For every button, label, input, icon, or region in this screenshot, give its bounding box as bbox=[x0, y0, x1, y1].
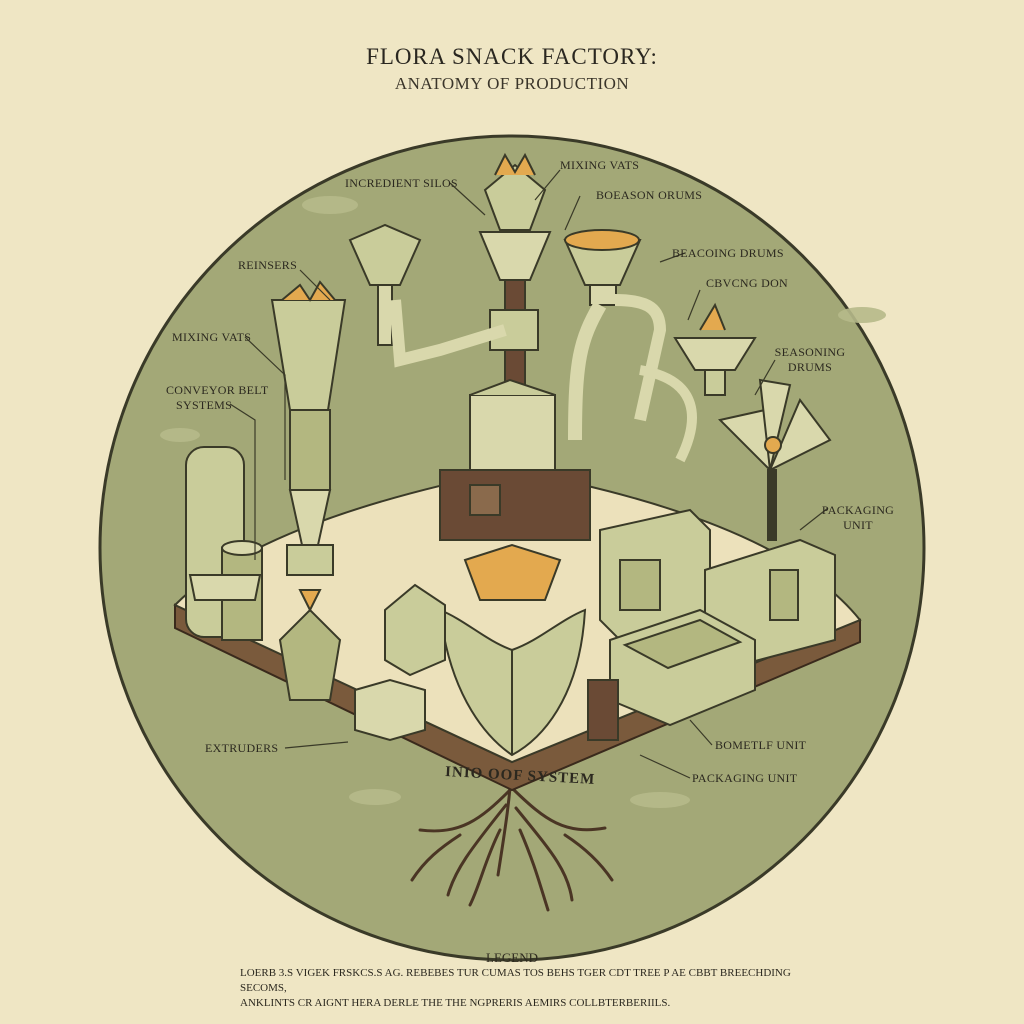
label-packaging-right-line2: UNIT bbox=[843, 518, 873, 532]
label-reinsers: REINSERS bbox=[238, 258, 298, 272]
label-beacoing-drums: BEACOING DRUMS bbox=[672, 246, 784, 260]
central-building bbox=[439, 378, 591, 541]
seasoning-bowl bbox=[563, 229, 642, 441]
label-conveyor-line2: SYSTEMS bbox=[176, 398, 233, 412]
label-extruders: EXTRUDERS bbox=[205, 741, 279, 755]
small-machines bbox=[188, 574, 446, 742]
label-bometlf-unit: BOMETLF UNIT bbox=[715, 738, 807, 752]
label-mixing-vats-top: MIXING VATS bbox=[560, 158, 640, 172]
label-conveyor-line1: CONVEYOR BELT bbox=[166, 383, 269, 397]
pipes bbox=[389, 294, 697, 463]
label-packaging-unit-right: PACKAGING UNIT bbox=[818, 503, 898, 533]
packaging-box bbox=[587, 608, 756, 741]
label-mixing-vats-left: MIXING VATS bbox=[172, 330, 252, 344]
label-seasoning-line1: SEASONING bbox=[774, 345, 846, 359]
legend-line-2: ANKLINTS CR AIGNT HERA DERLE THE THE NGP… bbox=[240, 997, 671, 1009]
diagram-subtitle: ANATOMY OF PRODUCTION bbox=[394, 74, 630, 93]
diagram-title: FLORA SNACK FACTORY: bbox=[366, 44, 658, 69]
hanging-bowl bbox=[673, 302, 757, 396]
label-packaging-right-line1: PACKAGING bbox=[821, 503, 895, 517]
bud-silo-left bbox=[270, 280, 347, 576]
label-seasoning-drums: SEASONING DRUMS bbox=[770, 345, 850, 375]
legend-title: LEGEND bbox=[486, 950, 538, 965]
legend-line-1: LOERB 3.S VIGEK FRSKCS.S AG. REBEBES TUR… bbox=[240, 967, 791, 994]
lotus-left bbox=[278, 589, 342, 701]
legend-text: LOERB 3.S VIGEK FRSKCS.S AG. REBEBES TUR… bbox=[240, 966, 800, 1011]
label-seasoning-line2: DRUMS bbox=[787, 360, 833, 374]
clouds bbox=[160, 196, 886, 808]
label-ingredient-silos: INCREDIENT SILOS bbox=[345, 176, 458, 190]
label-packaging-unit-bottom: PACKAGING UNIT bbox=[692, 771, 798, 785]
label-cbvcng-don: CBVCNG DON bbox=[706, 276, 789, 290]
center-lotus bbox=[438, 543, 587, 757]
lotus-right bbox=[718, 378, 832, 541]
leader-lines bbox=[229, 169, 829, 779]
root-system bbox=[410, 758, 614, 912]
label-conveyor-belt: CONVEYOR BELT SYSTEMS bbox=[166, 383, 268, 413]
label-season-drums-top: BOEASON ORUMS bbox=[596, 188, 703, 202]
flower-silo-small bbox=[348, 223, 422, 346]
